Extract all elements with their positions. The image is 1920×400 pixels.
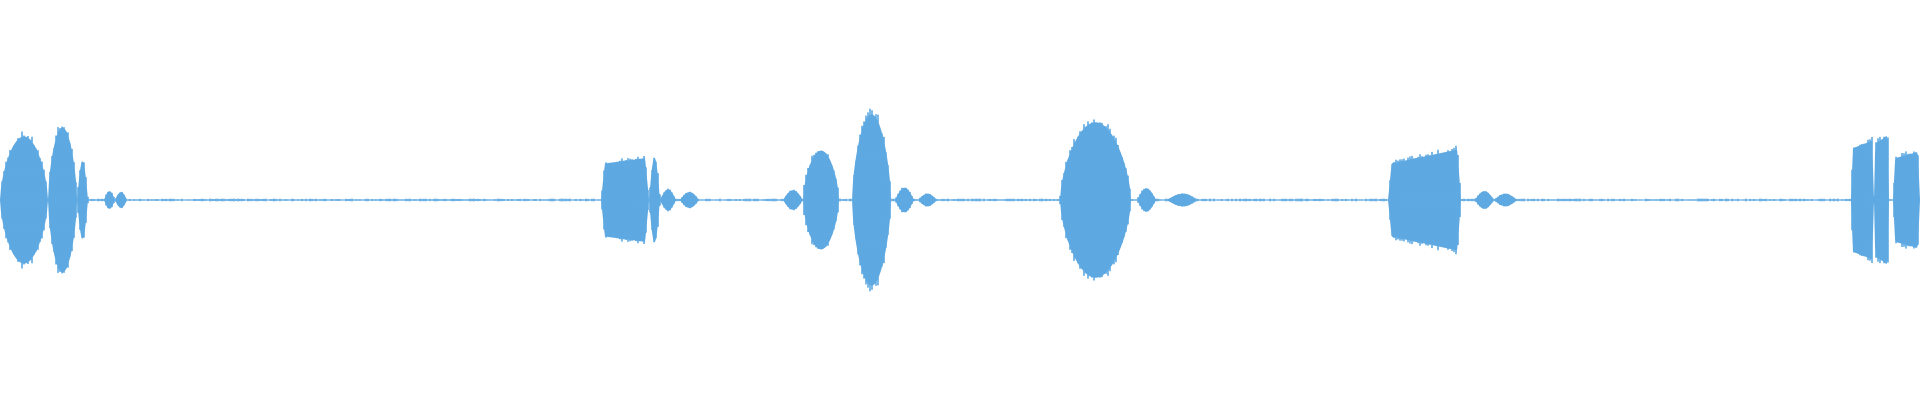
waveform-graphic: [0, 108, 1920, 292]
